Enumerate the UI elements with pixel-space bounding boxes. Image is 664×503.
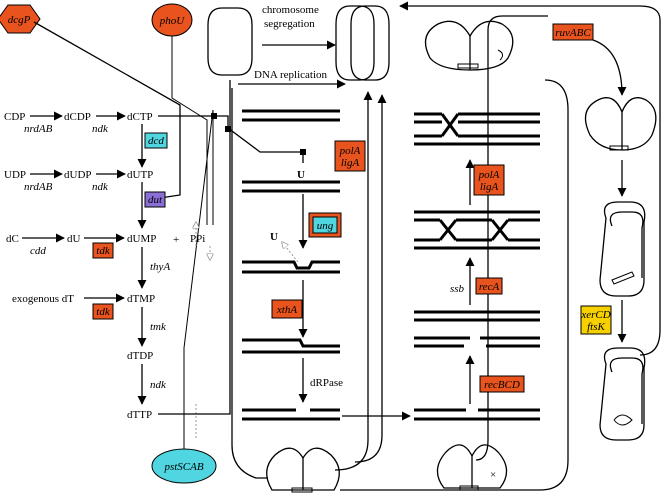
right-loop-top [399, 1, 661, 356]
recBCD-label: recBCD [484, 379, 520, 391]
polA-label-2: polA [478, 169, 500, 181]
met-dTDP: dTDP [127, 350, 153, 362]
met-dU: dU [67, 233, 81, 245]
tdk-box-1 [92, 242, 114, 259]
holliday-circle-top [424, 20, 514, 71]
met-dTTP: dTTP [127, 409, 152, 421]
arrow-ruvABC [592, 39, 627, 96]
right-loop-2 [340, 79, 569, 491]
polA-label-1: polA [339, 145, 361, 157]
xerCD-label: xerCD [580, 309, 610, 321]
label-U-2: U [270, 231, 278, 243]
ung-label: ung [317, 220, 334, 232]
met-dUMP: dUMP [127, 233, 156, 245]
resolved-circle-right [599, 347, 646, 441]
met-exo-dT: exogenous dT [12, 293, 74, 305]
replication-fork-circle-2: × [436, 444, 508, 491]
enz-cdd: cdd [30, 245, 46, 257]
phoU-label: phoU [159, 15, 186, 27]
pstSCAB-label: pstSCAB [163, 461, 203, 473]
label-chromosome: chromosome [262, 4, 319, 16]
met-plus: + [173, 234, 179, 246]
junction-3 [211, 113, 217, 119]
recBCD-box [479, 375, 525, 393]
dna-duplex-gap-2 [242, 338, 340, 354]
met-dCTP: dCTP [127, 111, 153, 123]
dcd-box [144, 132, 168, 149]
ligA-label-1: ligA [341, 157, 360, 169]
enz-nrdAB-1: nrdAB [24, 123, 53, 135]
met-dC: dC [6, 233, 19, 245]
label-dRPase: dRPase [310, 377, 343, 389]
dut-box [144, 191, 166, 208]
dcgP-hexagon [0, 4, 41, 34]
xthA-box [271, 299, 303, 319]
dna-duplex-1 [242, 109, 340, 122]
enz-ssb: ssb [450, 283, 465, 295]
ung-inner [312, 216, 338, 234]
recA-label: recA [479, 281, 500, 293]
u-release-arrow [282, 242, 299, 263]
dcgP-regulation-line [33, 21, 181, 199]
ftsK-label: ftsK [587, 321, 605, 333]
pstSCAB-regulation-line [183, 109, 214, 449]
tdk-label-1: tdk [96, 245, 111, 257]
tdk-box-2 [92, 303, 114, 320]
met-CDP: CDP [4, 111, 25, 123]
ruvABC-box [552, 23, 594, 41]
dut-label: dut [148, 194, 163, 206]
polA-ligA-box-1 [334, 140, 366, 172]
enz-ndk-2: ndk [92, 181, 109, 193]
enz-ndk-1: ndk [92, 123, 109, 135]
junction-2 [300, 149, 306, 155]
met-dUDP: dUDP [64, 169, 92, 181]
holliday-junction-2 [414, 210, 540, 250]
dttp-feed-line [158, 80, 231, 415]
label-segregation: segregation [264, 18, 315, 30]
theta-circle-right-1 [584, 97, 657, 151]
label-dna-replication: DNA replication [254, 69, 328, 81]
dna-ds-break [414, 310, 540, 348]
chromosome-single-circle [207, 7, 253, 76]
met-dCDP: dCDP [64, 111, 91, 123]
tdk-label-2: tdk [96, 306, 111, 318]
dna-duplex-U [242, 180, 340, 193]
chromosome-double-circle [335, 5, 390, 81]
met-PPi: PPi [190, 233, 205, 245]
recA-box [475, 277, 503, 295]
ruvABC-label: ruvABC [555, 27, 591, 39]
enz-ndk-3: ndk [150, 379, 167, 391]
xerCD-ftsK-box [580, 305, 612, 335]
dcd-label: dcd [148, 135, 164, 147]
replication-fork-circle-1 [266, 447, 340, 493]
replication-loop-outer [231, 88, 268, 479]
dimer-circle-right [599, 201, 646, 297]
dna-duplex-gap-1 [242, 260, 340, 274]
enz-nrdAB-2: nrdAB [24, 181, 53, 193]
met-dTMP: dTMP [127, 293, 155, 305]
label-U-1: U [297, 169, 305, 181]
dna-duplex-break-2 [414, 408, 540, 421]
polA-ligA-box-2 [473, 164, 505, 196]
holliday-junction-1 [414, 112, 540, 146]
enz-tmk: tmk [150, 321, 167, 333]
phoU-regulation-line [171, 36, 208, 225]
break-mark: × [490, 469, 496, 481]
met-UDP: UDP [4, 169, 26, 181]
replication-loop-return-2 [334, 91, 373, 471]
right-loop-bottom [475, 15, 548, 461]
ligA-label-2: ligA [480, 181, 499, 193]
enz-thyA: thyA [150, 261, 170, 273]
dna-duplex-nick [242, 408, 340, 421]
met-dUTP: dUTP [127, 169, 153, 181]
xthA-label: xthA [276, 304, 297, 316]
junction-1 [225, 126, 231, 132]
dcgP-label: dcgP [8, 14, 31, 26]
